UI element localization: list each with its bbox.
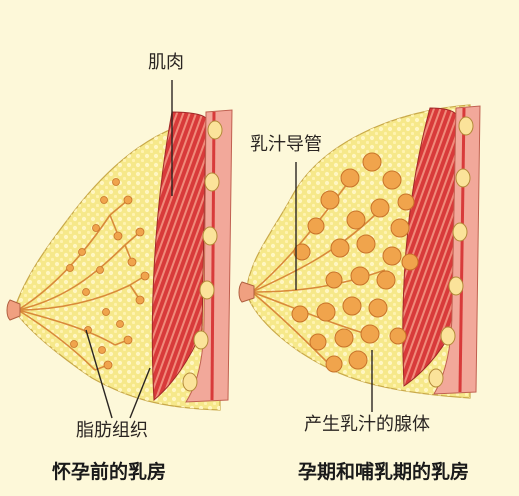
milk-duct-label: 乳汁导管 (250, 134, 322, 156)
milk-gland-label: 产生乳汁的腺体 (304, 414, 430, 436)
muscle-label: 肌肉 (148, 52, 184, 74)
caption-before-pregnancy: 怀孕前的乳房 (52, 460, 166, 484)
left-breast-cross-section (7, 110, 232, 410)
right-nipple (239, 282, 254, 302)
caption-pregnancy-lactation: 孕期和哺乳期的乳房 (298, 460, 469, 484)
left-nipple (7, 300, 20, 320)
fat-tissue-label: 脂肪组织 (76, 420, 148, 442)
